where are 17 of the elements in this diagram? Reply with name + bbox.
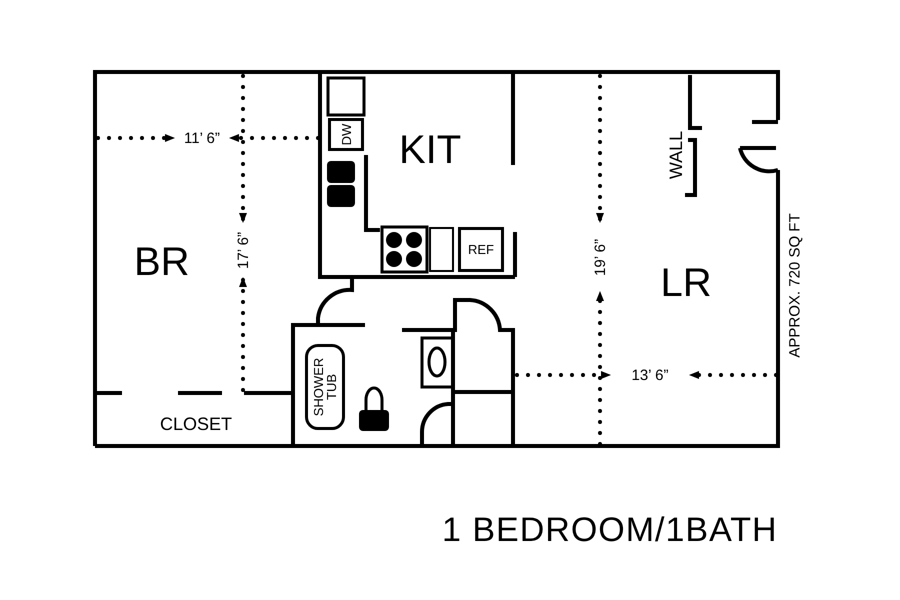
area-label: APPROX. 720 SQ FT [788,212,803,358]
dimension-label: 11’ 6” [184,130,220,146]
dishwasher [328,118,364,151]
plan-title: 1 BEDROOM/1BATH [442,513,778,547]
fixture-label: SHOWER TUB [312,356,338,418]
room-label: BR [134,242,190,282]
bathtub [305,344,345,430]
room-label: CLOSET [160,415,232,433]
wall-label: WALL [667,130,686,180]
dimension-label: 17’ 6” [235,232,250,268]
fixture-label: REF [468,243,494,256]
room-label: LR [660,263,712,303]
fixture-label: DW [340,123,352,146]
dimension-label: 13’ 6” [632,368,668,382]
dimension-label: 19’ 6” [592,238,608,276]
room-label: KIT [399,130,462,170]
refrigerator [458,227,504,272]
